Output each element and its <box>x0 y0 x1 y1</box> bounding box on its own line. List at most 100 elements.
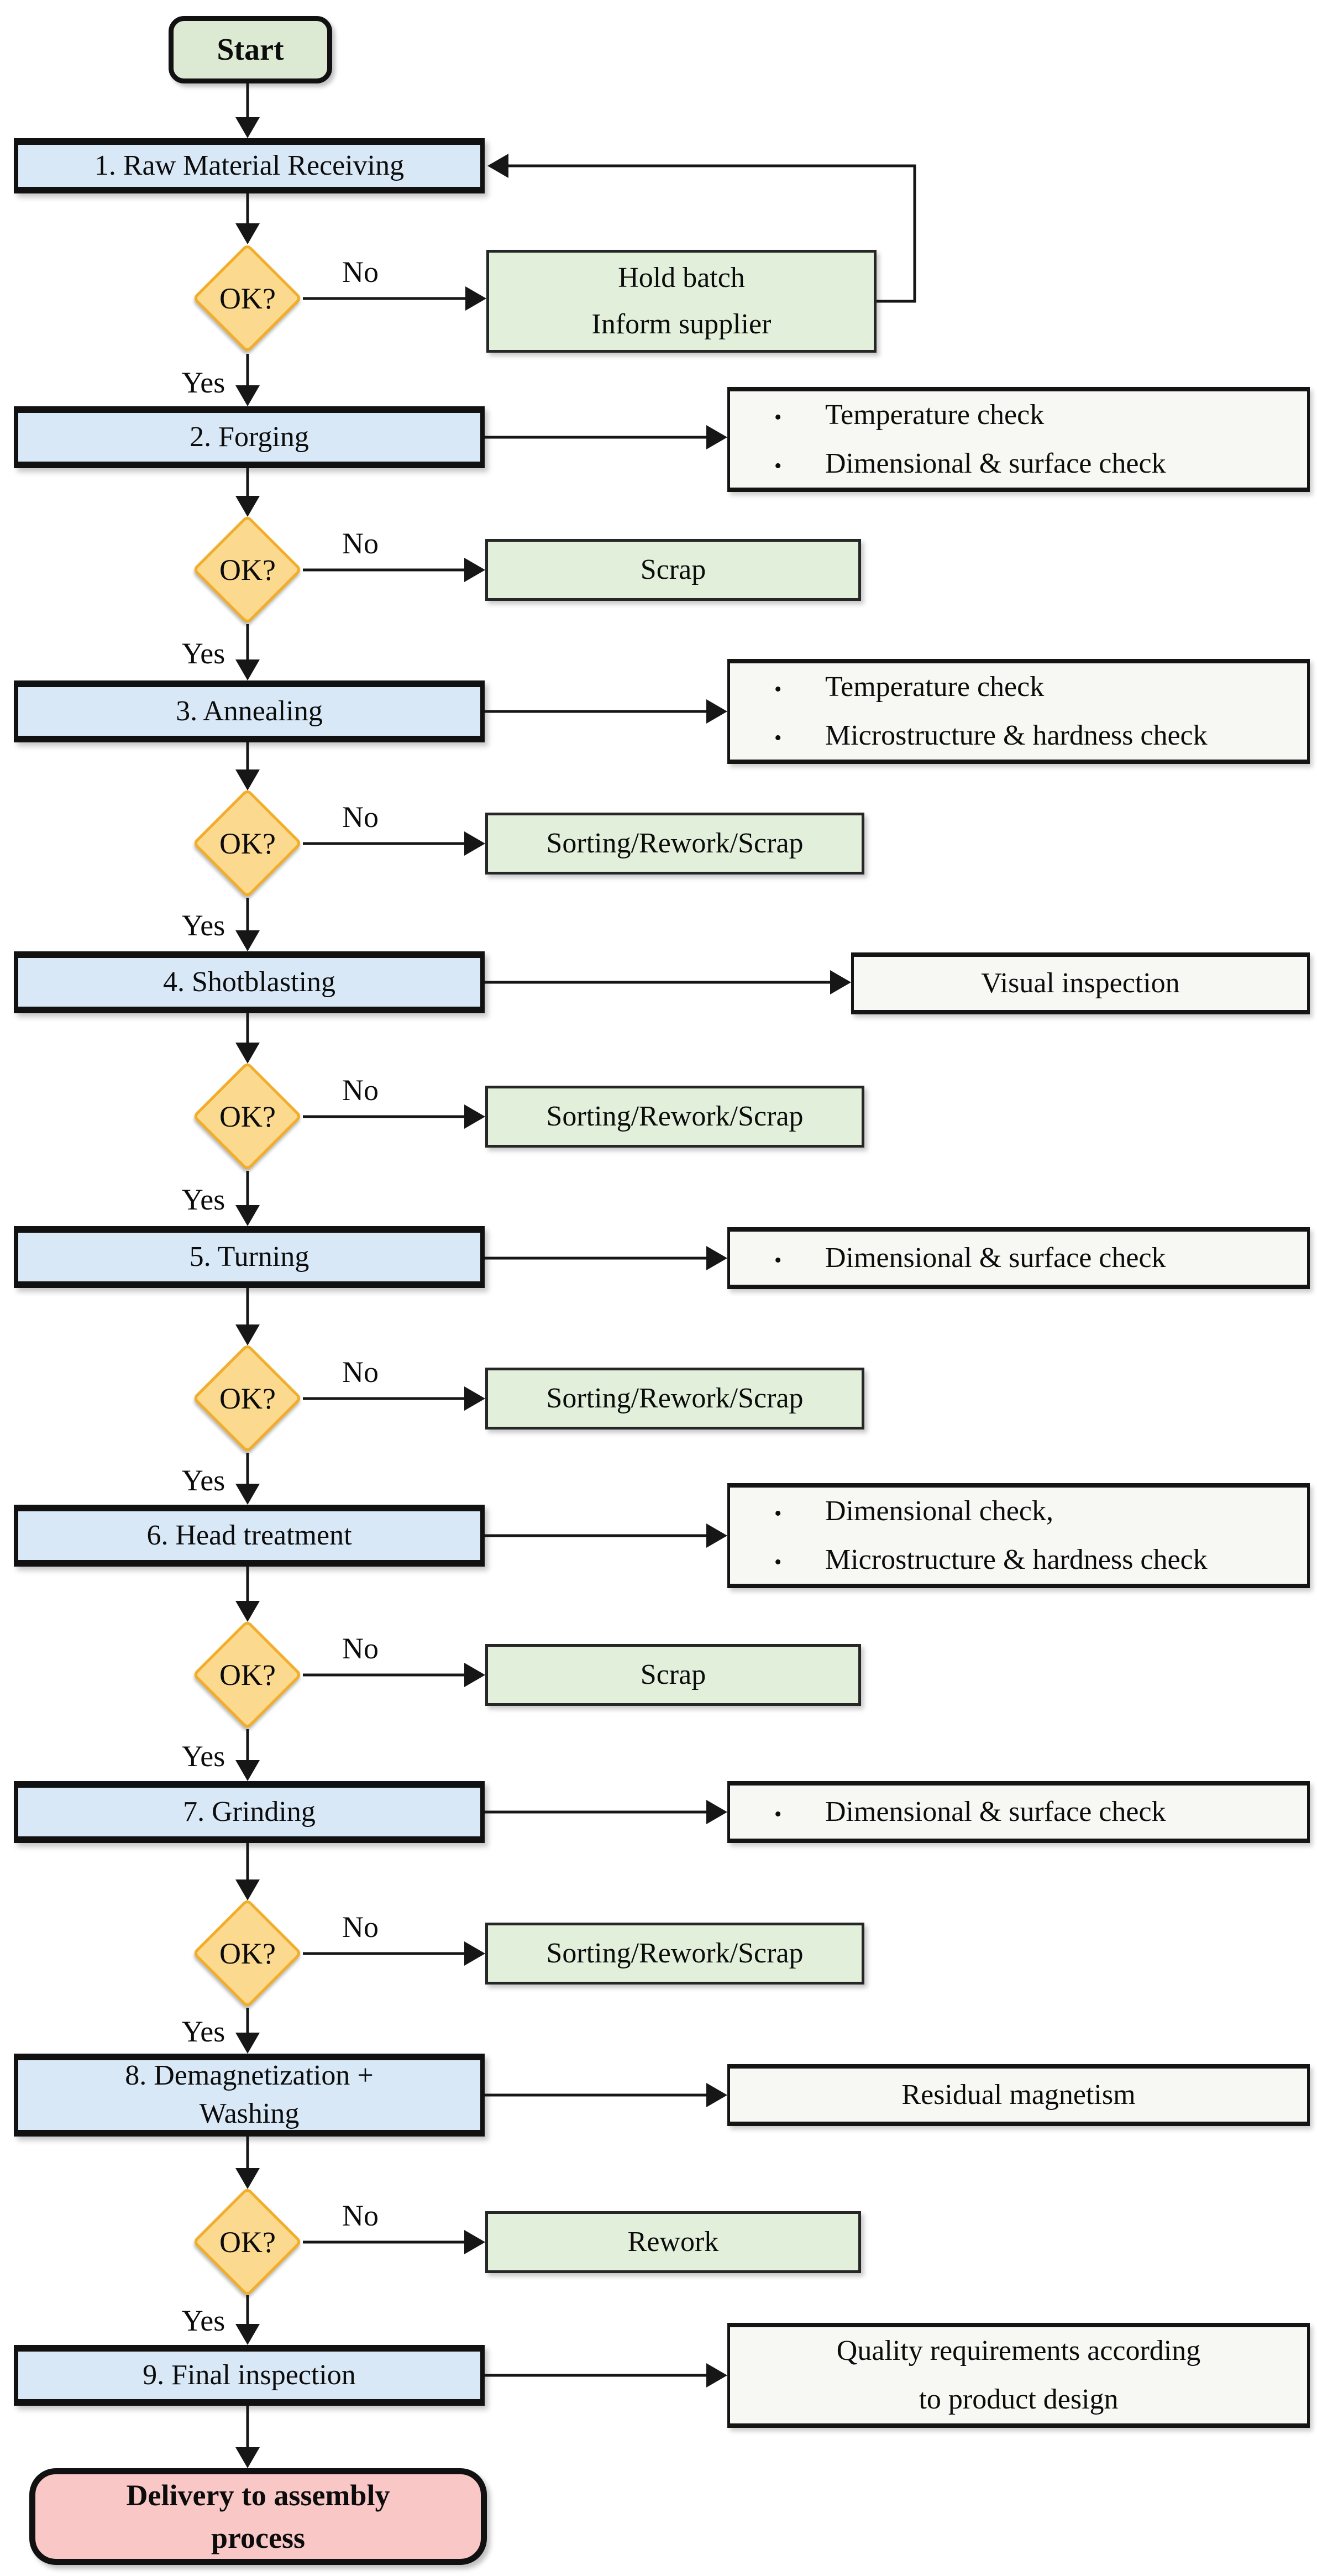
edge-turning-to-checks <box>485 1246 727 1270</box>
label-no-1: No <box>342 255 379 289</box>
bullet-icon: • <box>774 677 782 701</box>
label-no-7: No <box>342 1910 379 1944</box>
bullet-icon: • <box>774 1501 782 1525</box>
node-text-line: Rework <box>627 2226 719 2258</box>
label-no-5: No <box>342 1355 379 1389</box>
decision-ok-6: OK? <box>219 1658 276 1692</box>
node-text-line: Inform supplier <box>591 308 772 340</box>
node-text-line: Scrap <box>640 553 706 585</box>
node-text-line: Scrap <box>640 1658 706 1690</box>
decision-ok-2: OK? <box>219 553 276 587</box>
check-item-text: Microstructure & hardness check <box>825 720 1208 751</box>
node-text-line: 5. Turning <box>189 1240 309 1273</box>
node-text-line: 7. Grinding <box>183 1795 316 1828</box>
edge-final-inspection-to-checks <box>485 2363 727 2387</box>
decision-ok-7: OK? <box>219 1937 276 1970</box>
decision-ok-5: OK? <box>219 1382 276 1415</box>
node-text-line: 4. Shotblasting <box>162 966 336 998</box>
check-item-text: Dimensional & surface check <box>825 1242 1166 1274</box>
node-text-line: Sorting/Rework/Scrap <box>546 827 804 859</box>
process-3-annealing: 3. Annealing <box>14 680 485 742</box>
node-text-line: 1. Raw Material Receiving <box>94 149 405 181</box>
node-text-line: Residual magnetism <box>901 2078 1136 2111</box>
label-yes-6: Yes <box>181 1740 225 1773</box>
check-annealing: • Temperature check • Microstructure & hard… <box>727 659 1310 764</box>
node-text-line: Start <box>217 33 284 67</box>
edge-forging-to-checks <box>485 425 727 449</box>
check-item-text: Temperature check <box>825 671 1045 703</box>
bullet-icon: • <box>774 1248 782 1272</box>
label-no-6: No <box>342 1632 379 1665</box>
process-6-head-treatment: 6. Head treatment <box>14 1505 485 1567</box>
node-text-line: 6. Head treatment <box>146 1519 352 1551</box>
node-text-line: Sorting/Rework/Scrap <box>546 1382 804 1414</box>
edge-head-treatment-to-ok6 <box>235 1567 260 1622</box>
process-4-shotblasting: 4. Shotblasting <box>14 951 485 1013</box>
edge-shotblasting-to-ok4 <box>235 1013 260 1064</box>
edge-final-inspection-to-delivery <box>235 2406 260 2468</box>
label-yes-8: Yes <box>181 2304 225 2337</box>
process-7-grinding: 7. Grinding <box>14 1781 485 1843</box>
process-5-turning: 5. Turning <box>14 1226 485 1288</box>
outcome-rework-demagnetization: Rework <box>485 2211 861 2273</box>
outcome-sorting-rework-scrap-shotblasting: Sorting/Rework/Scrap <box>485 1086 864 1148</box>
check-head-treatment: •Dimensional check,•Microstructure & har… <box>727 1483 1310 1588</box>
check-item-text: Microstructure & hardness check <box>825 1544 1208 1575</box>
label-no-2: No <box>342 527 379 560</box>
decision-ok-4: OK? <box>219 1100 276 1133</box>
edge-start-to-raw-material <box>235 83 260 138</box>
process-1-raw-material-receiving: 1. Raw Material Receiving <box>14 138 485 193</box>
node-text-line: to product design <box>919 2384 1119 2415</box>
terminal-end-delivery: Delivery to assembly process <box>29 2468 487 2565</box>
label-yes-5: Yes <box>181 1464 225 1497</box>
check-final-inspection: Quality requirements according to product… <box>727 2323 1310 2428</box>
decision-ok-3: OK? <box>219 827 276 860</box>
edge-demagnetization-to-ok8 <box>235 2137 260 2189</box>
edge-demagnetization-to-checks <box>485 2083 727 2107</box>
node-text-line: Sorting/Rework/Scrap <box>546 1100 804 1132</box>
process-8-demagnetization-washing: 8. Demagnetization + Washing <box>14 2054 485 2137</box>
label-yes-1: Yes <box>181 366 225 399</box>
node-text-line: Visual inspection <box>981 967 1180 999</box>
node-text-line: Washing <box>199 2098 300 2129</box>
outcome-sorting-rework-scrap-grinding: Sorting/Rework/Scrap <box>485 1923 864 1985</box>
check-item-text: Dimensional check, <box>825 1495 1053 1527</box>
process-2-forging: 2. Forging <box>14 406 485 468</box>
check-item-text: Dimensional & surface check <box>825 1795 1166 1828</box>
node-text-line: process <box>211 2521 305 2554</box>
edge-raw-material-to-ok1 <box>235 193 260 244</box>
bullet-icon: • <box>774 454 782 478</box>
check-item-text: Temperature check <box>825 399 1045 431</box>
outcome-scrap-head-treatment: Scrap <box>485 1644 861 1706</box>
label-no-8: No <box>342 2199 379 2232</box>
label-yes-7: Yes <box>181 2015 225 2048</box>
node-text-line: Delivery to assembly <box>126 2478 390 2512</box>
node-text-line: 9. Final inspection <box>143 2359 356 2391</box>
check-turning: • Dimensional & surface check <box>727 1227 1310 1289</box>
check-grinding: • Dimensional & surface check <box>727 1781 1310 1843</box>
node-text-line: 8. Demagnetization + <box>125 2060 374 2092</box>
edge-forging-to-ok2 <box>235 468 260 517</box>
bullet-icon: • <box>774 726 782 750</box>
terminal-start: Start <box>169 16 332 83</box>
node-text-line: Hold batch <box>618 261 745 294</box>
label-yes-2: Yes <box>181 637 225 670</box>
decision-ok-1: OK? <box>219 282 276 315</box>
bullet-icon: • <box>774 405 782 429</box>
edge-shotblasting-to-checks <box>485 970 851 994</box>
check-demagnetization: Residual magnetism <box>727 2064 1310 2126</box>
edge-annealing-to-ok3 <box>235 742 260 790</box>
check-item-text: Dimensional & surface check <box>825 448 1166 479</box>
label-no-3: No <box>342 800 379 834</box>
bullet-icon: • <box>774 1802 782 1826</box>
edge-turning-to-ok5 <box>235 1288 260 1345</box>
node-text-line: Sorting/Rework/Scrap <box>546 1937 804 1969</box>
check-forging: • Temperature check • Dimensional & surface… <box>727 387 1310 492</box>
edge-head-treatment-to-checks <box>485 1523 727 1548</box>
node-text-line: Quality requirements according <box>836 2334 1201 2366</box>
node-text-line: 3. Annealing <box>176 695 323 727</box>
edge-grinding-to-checks <box>485 1800 727 1824</box>
outcome-sorting-rework-scrap-annealing: Sorting/Rework/Scrap <box>485 813 864 875</box>
